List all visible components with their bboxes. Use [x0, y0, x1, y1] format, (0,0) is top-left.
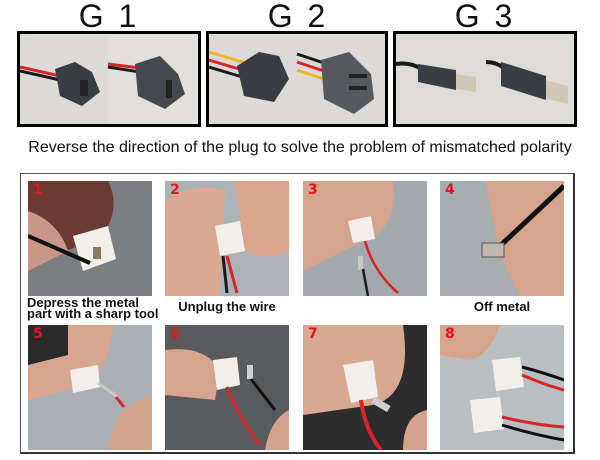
- step-number: 3: [308, 182, 318, 198]
- step-7-photo: 7: [303, 325, 427, 450]
- jst-3pin-connector-icon: [209, 34, 385, 124]
- step-1-label-line1: Depress the metal: [27, 295, 139, 310]
- step-number: 7: [308, 326, 318, 342]
- bend-terminal-icon: [440, 181, 564, 296]
- step-number: 4: [445, 182, 455, 198]
- group-label-g2: G 2: [267, 0, 329, 34]
- group-label-g3: G 3: [454, 0, 516, 34]
- group-image-g2: [206, 31, 388, 127]
- steps-frame: 1 2 3 4 Depres: [20, 173, 575, 454]
- step-5-photo: 5: [28, 325, 152, 450]
- step-6-photo: 6: [165, 325, 289, 450]
- instruction-caption: Reverse the direction of the plug to sol…: [28, 139, 572, 156]
- jst-2pin-connector-icon: [20, 34, 198, 124]
- insert-red-wire-icon: [28, 325, 152, 450]
- step-1-label-line2: part with a sharp tool: [27, 306, 159, 321]
- step-1-label: Depress the metal part with a sharp tool: [27, 295, 163, 321]
- needle-connector-icon: [28, 181, 152, 296]
- step-number: 6: [170, 326, 180, 342]
- step-number: 2: [170, 182, 180, 198]
- step-1-photo: 1: [28, 181, 152, 296]
- step-2-photo: 2: [165, 181, 289, 296]
- step-4-photo: 4: [440, 181, 564, 296]
- group-image-g3: [393, 31, 577, 127]
- swapped-connectors-icon: [440, 325, 564, 450]
- step-number: 8: [445, 326, 455, 342]
- group-image-g1: [17, 31, 201, 127]
- insert-black-wire-icon: [303, 325, 427, 450]
- group-label-g1: G 1: [78, 0, 140, 34]
- step-number: 5: [33, 326, 43, 342]
- usb-a-plug-icon: [396, 34, 574, 124]
- step-number: 1: [33, 182, 43, 198]
- step-3-photo: 3: [303, 181, 427, 296]
- step-4-label: Off metal: [473, 299, 531, 314]
- step-8-photo: 8: [440, 325, 564, 450]
- black-wire-terminal-icon: [165, 325, 289, 450]
- unplug-wire-icon: [165, 181, 289, 296]
- terminal-removed-icon: [303, 181, 427, 296]
- step-2-label: Unplug the wire: [178, 299, 276, 314]
